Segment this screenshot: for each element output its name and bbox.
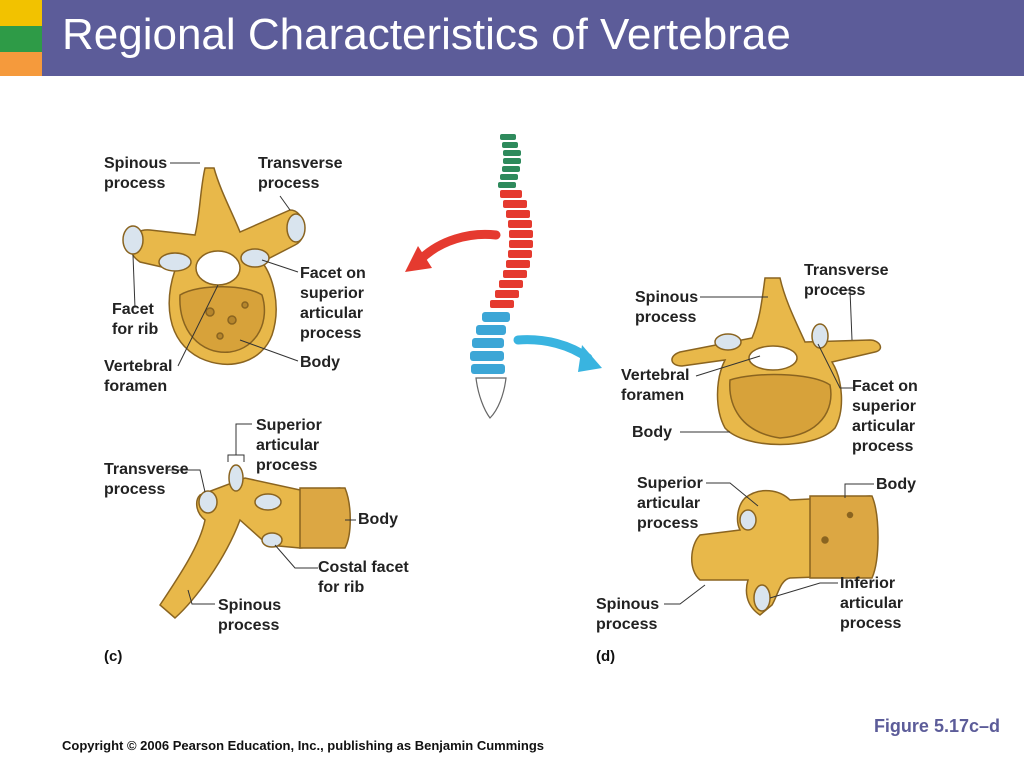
panel-d-top-leader-lines: [680, 289, 855, 433]
label-c-side-spinous: Spinous process: [218, 597, 282, 634]
label-d-side-spinous: Spinous process: [596, 596, 660, 633]
arrow-to-lumbar-head: [578, 345, 602, 372]
label-c-side-body: Body: [358, 511, 398, 528]
accent-bar-yellow: [0, 0, 42, 26]
label-c-facet-superior: Facet on superior articular process: [300, 265, 366, 342]
copyright-notice: Copyright © 2006 Pearson Education, Inc.…: [62, 738, 544, 753]
panel-tag-d: (d): [596, 648, 616, 665]
cervical-region: [498, 134, 521, 188]
slide-title: Regional Characteristics of Vertebrae: [62, 10, 791, 59]
label-c-spinous-process: Spinous process: [104, 155, 168, 192]
arrow-to-lumbar: [513, 335, 593, 363]
label-c-vertebral-foramen: Vertebral foramen: [104, 358, 173, 395]
arrow-to-thoracic-head: [405, 246, 432, 272]
label-c-body: Body: [300, 354, 340, 371]
thoracic-vertebra-top-view: [122, 167, 306, 366]
arrow-to-thoracic: [415, 229, 501, 265]
label-c-side-transverse: Transverse process: [104, 461, 189, 498]
label-c-facet-for-rib: Facet for rib: [112, 301, 159, 338]
spine-column: [470, 134, 533, 419]
lumbar-region: [470, 312, 510, 374]
lumbar-vertebra-top-view: [671, 277, 882, 446]
label-d-side-body: Body: [876, 476, 916, 493]
panel-d-side-leader-lines: [664, 482, 874, 605]
label-d-transverse-process: Transverse process: [804, 262, 889, 299]
accent-bar-orange: [0, 52, 42, 76]
thoracic-region: [490, 190, 533, 308]
panel-c-top-leader-lines: [132, 162, 299, 367]
label-c-superior-articular: Superior articular process: [256, 417, 322, 474]
label-d-body: Body: [632, 424, 672, 441]
sacrum: [475, 377, 507, 419]
title-bar: [42, 0, 1024, 76]
accent-bar-green: [0, 26, 42, 52]
figure-reference: Figure 5.17c–d: [873, 716, 1000, 736]
label-d-inferior-articular: Inferior articular process: [840, 575, 904, 632]
lumbar-vertebra-side-view: [691, 489, 879, 616]
panel-c-side-leader-lines: [168, 423, 356, 605]
label-d-vertebral-foramen: Vertebral foramen: [621, 367, 690, 404]
panel-tag-c: (c): [104, 648, 123, 665]
label-c-costal-facet: Costal facet for rib: [318, 559, 409, 596]
label-d-facet-superior: Facet on superior articular process: [852, 378, 918, 455]
label-d-spinous-process: Spinous process: [635, 289, 699, 326]
label-c-transverse-process: Transverse process: [258, 155, 343, 192]
label-d-superior-articular: Superior articular process: [637, 475, 703, 532]
